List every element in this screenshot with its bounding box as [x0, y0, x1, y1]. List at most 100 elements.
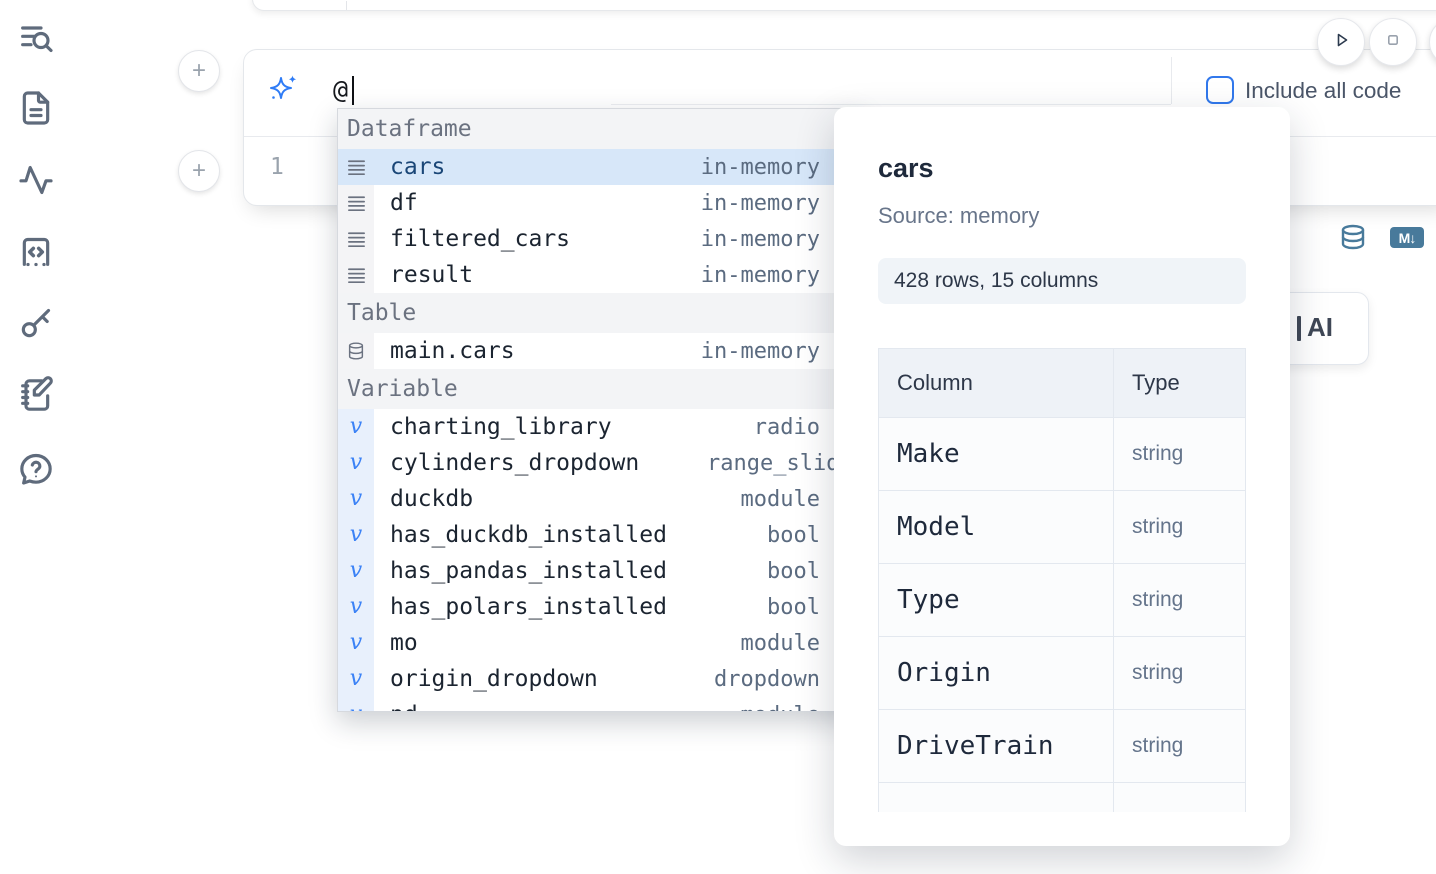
column-name: Type	[897, 585, 960, 615]
item-type: dropdown	[714, 666, 820, 692]
variable-icon: v	[338, 409, 374, 445]
text-cursor	[352, 76, 354, 105]
sidebar-item-help[interactable]	[14, 448, 58, 492]
item-type: in-memory	[700, 154, 820, 180]
previous-cell-bottom	[252, 0, 1436, 11]
item-name: origin_dropdown	[390, 666, 598, 692]
dataframe-preview-panel: cars Source: memory 428 rows, 15 columns…	[834, 107, 1290, 846]
item-name: pd	[374, 702, 418, 711]
column-name: Origin	[897, 658, 991, 688]
autocomplete-item-result[interactable]: result in-memory	[338, 257, 861, 293]
key-icon	[16, 303, 56, 348]
run-cell-button[interactable]	[1317, 18, 1365, 66]
item-type: in-memory	[700, 338, 820, 364]
variable-icon: v	[338, 697, 374, 711]
divider	[611, 104, 1171, 105]
preview-title: cars	[878, 153, 934, 183]
include-all-code-checkbox[interactable]	[1206, 76, 1234, 104]
code-editor[interactable]: 1 M↓	[244, 137, 1436, 250]
autocomplete-section-header: Variable	[338, 369, 861, 409]
toc-search-icon	[16, 18, 56, 63]
file-text-icon	[16, 88, 56, 133]
item-type: module	[740, 486, 820, 512]
dataframe-icon	[338, 257, 374, 293]
item-name: has_polars_installed	[390, 594, 667, 620]
column-type: string	[1132, 588, 1184, 611]
item-type: radio	[753, 414, 820, 440]
item-name: cylinders_dropdown	[390, 450, 640, 476]
play-icon	[1329, 28, 1353, 57]
item-type: in-memory	[700, 262, 820, 288]
column-name: Make	[897, 439, 960, 469]
autocomplete-item-has_polars_installed[interactable]: v has_polars_installed bool	[338, 589, 861, 625]
variable-icon: v	[338, 517, 374, 553]
schema-table-row: Model string	[878, 490, 1246, 564]
schema-table-row-clipped	[878, 782, 1246, 812]
variable-icon: v	[338, 445, 374, 481]
autocomplete-item-charting_library[interactable]: v charting_library radio	[338, 409, 861, 445]
database-convert-icon[interactable]	[1337, 222, 1369, 259]
item-type: bool	[767, 594, 820, 620]
sparkles-icon	[267, 72, 301, 111]
type-header: Type	[1132, 370, 1180, 395]
autocomplete-section-header: Table	[338, 293, 861, 333]
sidebar-item-secrets[interactable]	[14, 303, 58, 347]
schema-table-row: Origin string	[878, 636, 1246, 710]
sidebar-item-snippets[interactable]	[14, 232, 58, 276]
column-type: string	[1132, 661, 1184, 684]
preview-source: Source: memory	[878, 203, 1040, 228]
markdown-convert-icon[interactable]: M↓	[1390, 227, 1424, 248]
item-name: charting_library	[390, 414, 612, 440]
code-snippets-icon	[16, 232, 56, 277]
item-name: result	[390, 262, 474, 288]
item-name: filtered_cars	[390, 226, 571, 252]
variable-icon: v	[338, 589, 374, 625]
add-cell-button-bottom[interactable]: +	[178, 150, 220, 192]
item-type: bool	[767, 522, 820, 548]
sidebar-item-scratchpad[interactable]	[14, 375, 58, 419]
item-type: in-memory	[700, 190, 820, 216]
sidebar-item-activity[interactable]	[14, 160, 58, 204]
column-type: string	[1132, 515, 1184, 538]
ai-prompt-input[interactable]: @	[333, 75, 349, 104]
sidebar-item-files[interactable]	[14, 88, 58, 132]
ai-button-label: AI	[1307, 312, 1333, 342]
column-name: Model	[897, 512, 976, 542]
item-type: module	[740, 630, 820, 656]
autocomplete-item-pd[interactable]: vpd module	[338, 697, 861, 712]
divider	[346, 1, 347, 10]
variable-icon: v	[338, 625, 374, 661]
variable-icon: v	[338, 661, 374, 697]
stop-button[interactable]	[1369, 18, 1417, 66]
column-header: Column	[897, 370, 973, 395]
item-name: duckdb	[390, 486, 474, 512]
dataframe-icon	[338, 149, 374, 185]
schema-table-row: Type string	[878, 563, 1246, 637]
autocomplete-item-origin_dropdown[interactable]: v origin_dropdown dropdown	[338, 661, 861, 697]
add-cell-button-top[interactable]: +	[178, 50, 220, 92]
dataframe-icon	[338, 185, 374, 221]
sidebar-item-toc[interactable]	[14, 18, 58, 62]
item-name: has_duckdb_installed	[390, 522, 667, 548]
schema-table-header: Column Type	[878, 348, 1246, 418]
include-all-code-label[interactable]: Include all code	[1245, 78, 1402, 103]
autocomplete-item-has_duckdb_installed[interactable]: v has_duckdb_installed bool	[338, 517, 861, 553]
stop-icon	[1381, 28, 1405, 57]
shape-badge: 428 rows, 15 columns	[878, 258, 1246, 304]
item-type: module	[741, 703, 861, 712]
divider	[1171, 57, 1172, 104]
help-chat-icon	[16, 448, 56, 493]
variable-icon: v	[338, 481, 374, 517]
